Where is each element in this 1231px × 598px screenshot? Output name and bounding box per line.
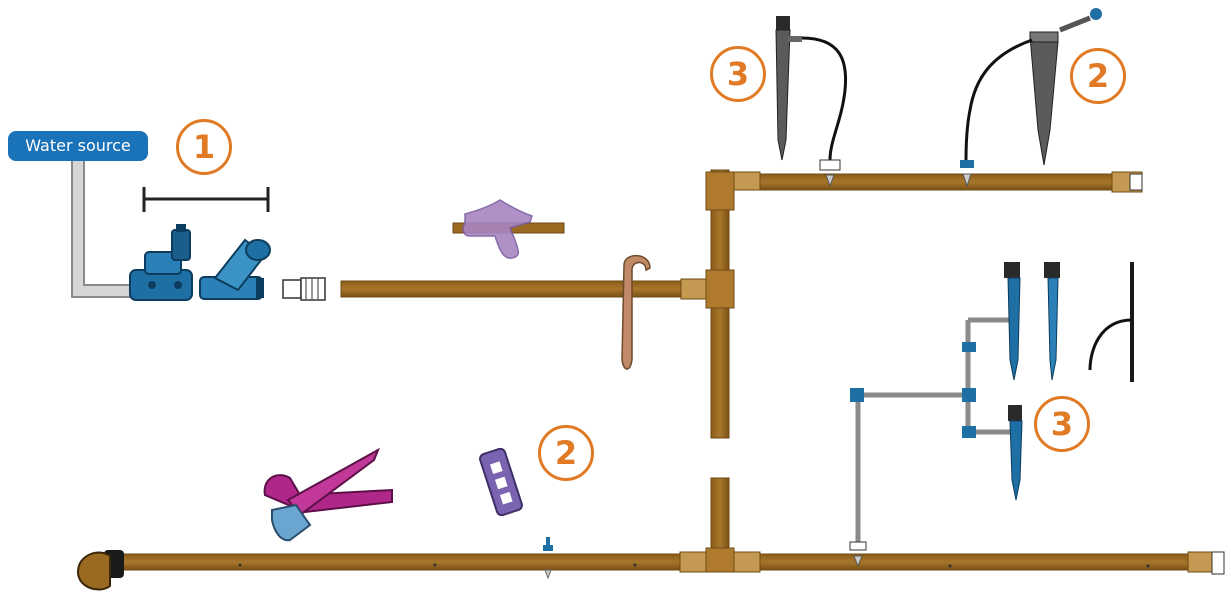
top-lateral-tube bbox=[759, 171, 1143, 193]
supply-pipe bbox=[71, 160, 135, 298]
tee-fitting-icon bbox=[679, 171, 761, 573]
anchor-stake-icon bbox=[621, 254, 651, 370]
inline-dripper-icon bbox=[543, 537, 553, 580]
bottom-lateral-tube-right bbox=[759, 551, 1225, 575]
solenoid-valve-icon bbox=[129, 224, 193, 301]
head-assembly-bracket bbox=[142, 187, 270, 212]
tube-holder-clamp-icon bbox=[479, 447, 523, 517]
water-source-label: Water source bbox=[8, 131, 148, 161]
step-badge-3-top: 3 bbox=[710, 46, 766, 102]
micro-sprayer-icon bbox=[960, 8, 1102, 188]
step-badge-1: 1 bbox=[176, 119, 232, 175]
pipe-cutter-icon bbox=[263, 447, 393, 542]
manifold-tube bbox=[699, 169, 743, 559]
bottom-lateral-tube-left bbox=[119, 553, 681, 571]
end-cap-icon bbox=[76, 550, 124, 591]
tube-clamp-fitting-icon bbox=[452, 199, 565, 259]
tube-adapter-icon bbox=[282, 277, 326, 301]
filter-icon bbox=[199, 238, 271, 300]
step-badge-2-bottom: 2 bbox=[538, 425, 594, 481]
step-badge-2-top: 2 bbox=[1070, 48, 1126, 104]
drip-stake-assembly-icon bbox=[849, 262, 1134, 568]
step-badge-3-right: 3 bbox=[1034, 396, 1090, 452]
stake-dripper-icon bbox=[775, 16, 848, 188]
feeder-tube bbox=[340, 278, 707, 300]
